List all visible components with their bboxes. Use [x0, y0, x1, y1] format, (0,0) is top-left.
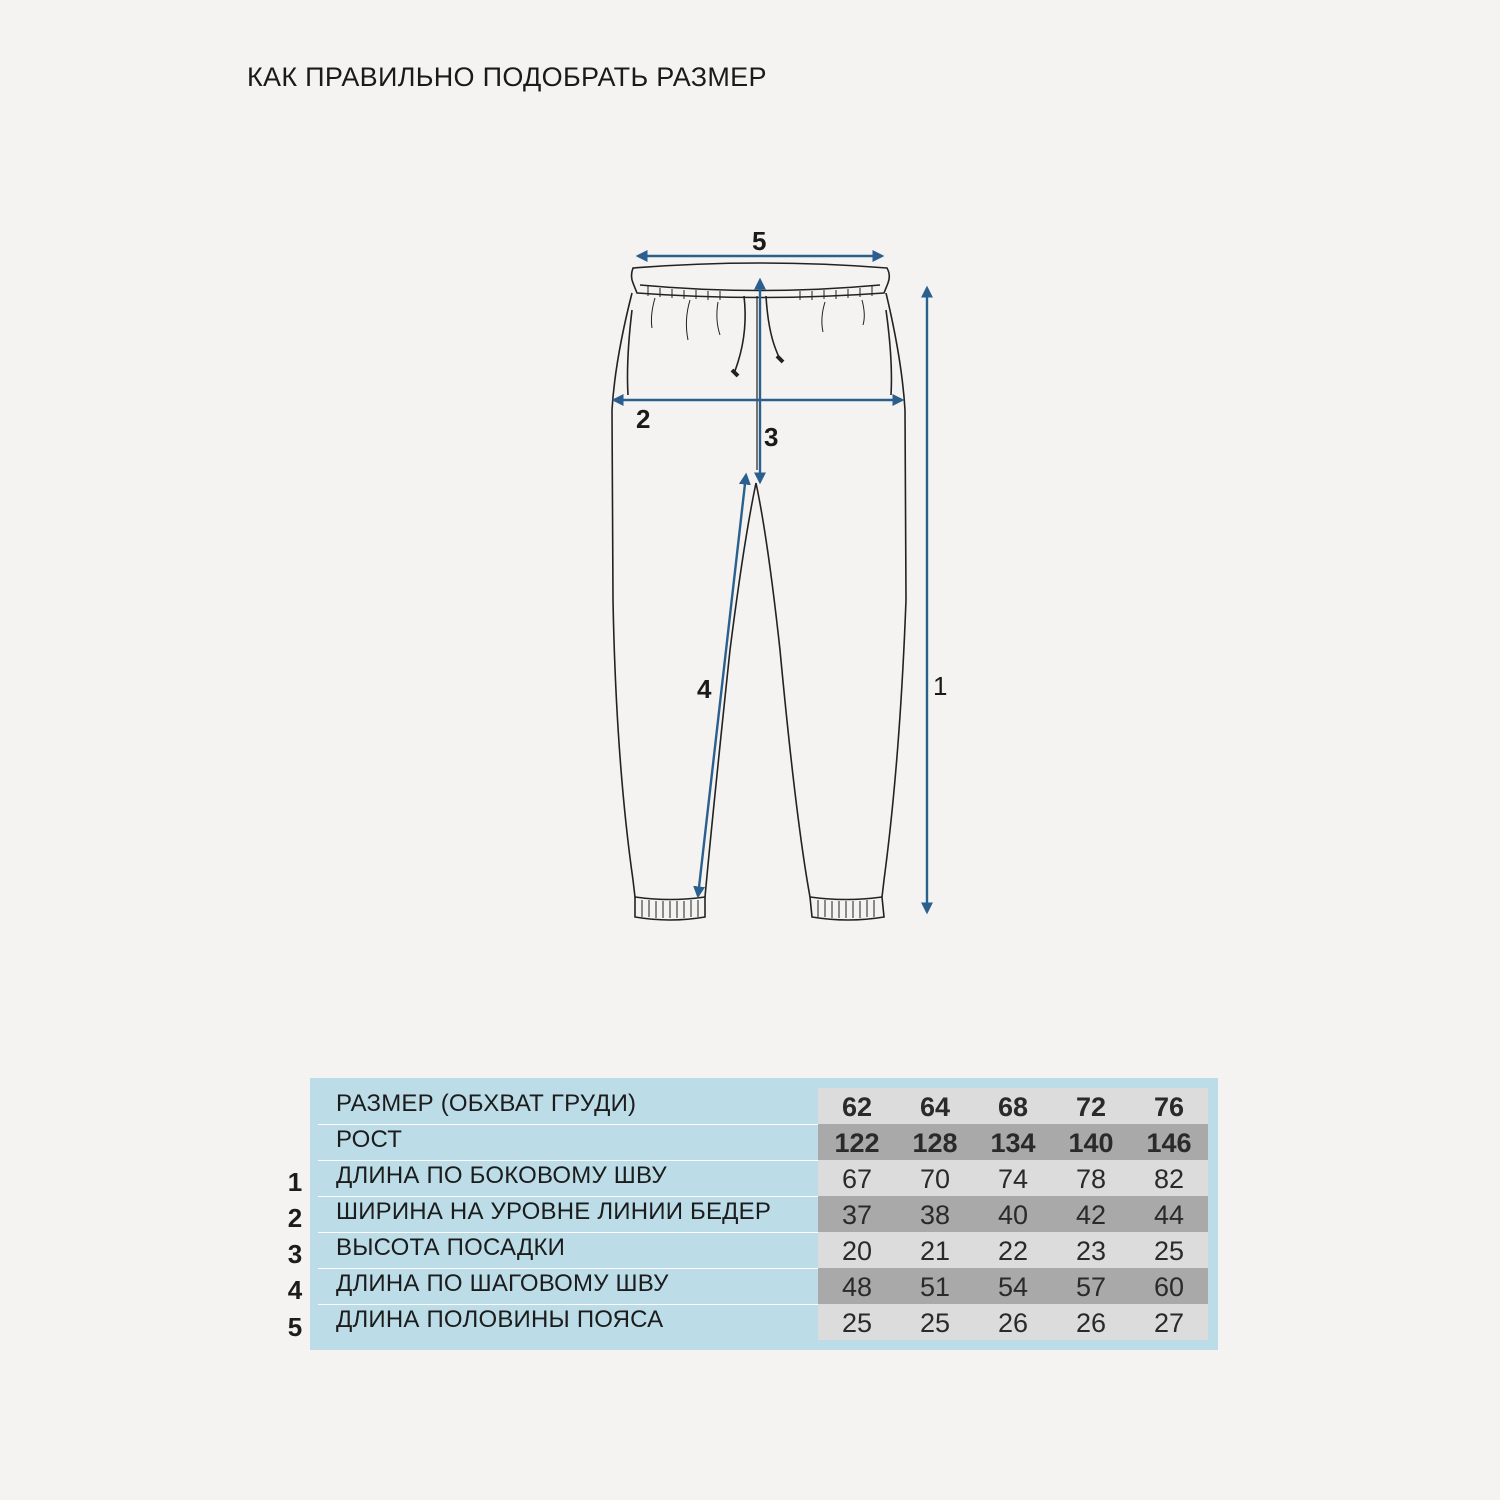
table-header-row: РАЗМЕР (ОБХВАТ ГРУДИ) 62 64 68 72 76: [318, 1088, 1208, 1124]
height-label: РОСТ: [336, 1126, 403, 1153]
value-cell: 25: [919, 1308, 951, 1338]
label-1: 1: [933, 671, 947, 701]
arrow-4-inseam: [693, 472, 751, 899]
value-cell: 26: [997, 1308, 1029, 1338]
value-cell: 37: [841, 1200, 873, 1230]
value-cell: 40: [997, 1200, 1029, 1230]
value-cell: 57: [1075, 1272, 1107, 1302]
measurement-label: ДЛИНА ПО БОКОВОМУ ШВУ: [336, 1162, 667, 1189]
height-cell: 122: [834, 1128, 880, 1158]
table-row: ШИРИНА НА УРОВНЕ ЛИНИИ БЕДЕР 37 38 40 42…: [318, 1196, 1208, 1232]
row-number: 5: [287, 1312, 303, 1342]
value-cell: 27: [1153, 1308, 1185, 1338]
value-cell: 38: [919, 1200, 951, 1230]
value-cell: 23: [1075, 1236, 1107, 1266]
label-3: 3: [764, 422, 778, 452]
value-cell: 25: [1153, 1236, 1185, 1266]
row-number: 4: [287, 1275, 303, 1305]
measurement-label: ДЛИНА ПОЛОВИНЫ ПОЯСА: [336, 1306, 664, 1333]
size-cell: 72: [1075, 1092, 1107, 1122]
label-5: 5: [752, 226, 766, 256]
row-number: 3: [287, 1239, 303, 1269]
value-cell: 67: [841, 1164, 873, 1194]
page-title: КАК ПРАВИЛЬНО ПОДОБРАТЬ РАЗМЕР: [247, 62, 767, 92]
size-cell: 76: [1153, 1092, 1185, 1122]
header-label: РАЗМЕР (ОБХВАТ ГРУДИ): [336, 1090, 637, 1117]
value-cell: 44: [1153, 1200, 1185, 1230]
size-table: РАЗМЕР (ОБХВАТ ГРУДИ) 62 64 68 72 76 РОС…: [310, 1078, 1218, 1350]
measurement-label: ВЫСОТА ПОСАДКИ: [336, 1234, 566, 1261]
height-cell: 128: [912, 1128, 958, 1158]
table-height-row: РОСТ 122 128 134 140 146: [318, 1124, 1208, 1160]
value-cell: 70: [919, 1164, 951, 1194]
value-cell: 54: [997, 1272, 1029, 1302]
height-cell: 140: [1068, 1128, 1114, 1158]
value-cell: 48: [841, 1272, 873, 1302]
value-cell: 22: [997, 1236, 1029, 1266]
value-cell: 25: [841, 1308, 873, 1338]
row-number: 2: [287, 1203, 303, 1233]
measurement-label: ДЛИНА ПО ШАГОВОМУ ШВУ: [336, 1270, 669, 1297]
value-cell: 21: [919, 1236, 951, 1266]
value-cell: 60: [1153, 1272, 1185, 1302]
height-cell: 146: [1146, 1128, 1192, 1158]
table-row: ДЛИНА ПОЛОВИНЫ ПОЯСА 25 25 26 26 27: [318, 1304, 1208, 1340]
label-2: 2: [636, 404, 650, 434]
size-cell: 64: [919, 1092, 951, 1122]
size-cell: 62: [841, 1092, 873, 1122]
row-number: 1: [287, 1167, 303, 1197]
table-row: ДЛИНА ПО ШАГОВОМУ ШВУ 48 51 54 57 60: [318, 1268, 1208, 1304]
measurement-arrows: [611, 250, 933, 915]
size-cell: 68: [997, 1092, 1029, 1122]
value-cell: 74: [997, 1164, 1029, 1194]
value-cell: 42: [1075, 1200, 1107, 1230]
measurement-label: ШИРИНА НА УРОВНЕ ЛИНИИ БЕДЕР: [336, 1198, 772, 1225]
height-cell: 134: [990, 1128, 1036, 1158]
table-row: ДЛИНА ПО БОКОВОМУ ШВУ 67 70 74 78 82: [318, 1160, 1208, 1196]
value-cell: 20: [841, 1236, 873, 1266]
value-cell: 26: [1075, 1308, 1107, 1338]
table-row: ВЫСОТА ПОСАДКИ 20 21 22 23 25: [318, 1232, 1208, 1268]
value-cell: 78: [1075, 1164, 1107, 1194]
pants-measurement-diagram: 5 2 3 4 1: [611, 226, 947, 921]
label-4: 4: [697, 674, 712, 704]
value-cell: 51: [919, 1272, 951, 1302]
value-cell: 82: [1153, 1164, 1185, 1194]
